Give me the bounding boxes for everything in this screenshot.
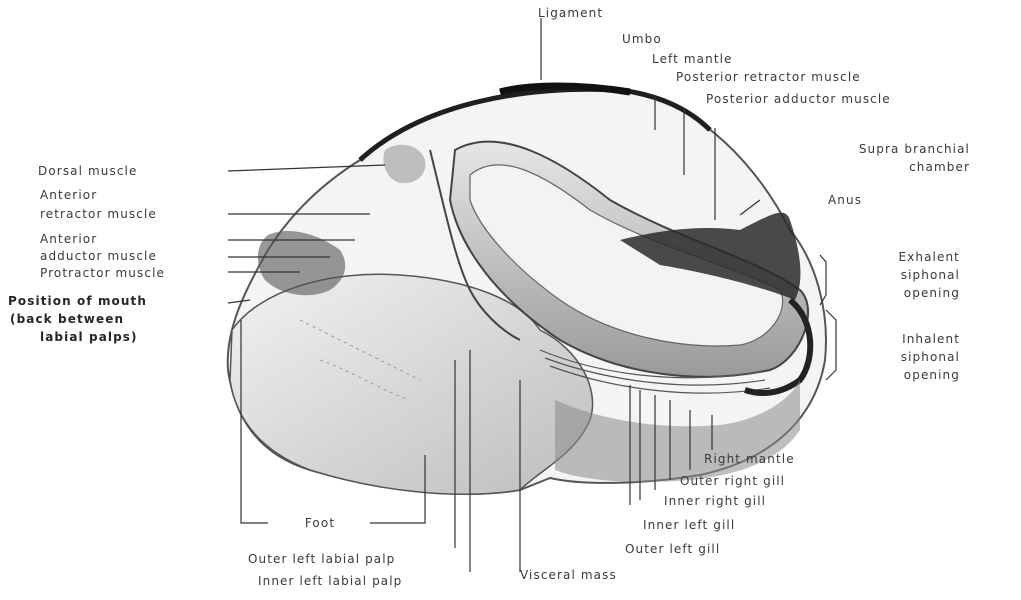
label-right-mantle: Right mantle [704, 452, 795, 466]
label-outer-right-gill: Outer right gill [680, 474, 785, 488]
label-exhalent-2: siphonal [800, 268, 960, 282]
label-dorsal-muscle: Dorsal muscle [38, 164, 137, 178]
label-inhalent-2: siphonal [800, 350, 960, 364]
label-visceral-mass: Visceral mass [520, 568, 617, 582]
label-anterior-adductor-1: Anterior [40, 232, 97, 246]
label-outer-left-labial-palp: Outer left labial palp [248, 552, 395, 566]
label-mouth-1: Position of mouth [8, 294, 147, 308]
label-foot: Foot [272, 516, 368, 530]
label-inner-right-gill: Inner right gill [664, 494, 766, 508]
label-left-mantle: Left mantle [652, 52, 733, 66]
label-ligament: Ligament [538, 6, 603, 20]
label-posterior-retractor: Posterior retractor muscle [676, 70, 861, 84]
label-mouth-3: labial palps) [40, 330, 138, 344]
label-inhalent-3: opening [800, 368, 960, 382]
label-anterior-retractor-1: Anterior [40, 188, 97, 202]
label-anterior-adductor-2: adductor muscle [40, 249, 157, 263]
label-umbo: Umbo [622, 32, 662, 46]
label-exhalent-3: opening [800, 286, 960, 300]
label-mouth-2: (back between [10, 312, 124, 326]
label-suprabranchial-1: Supra branchial [790, 142, 970, 156]
label-inner-left-labial-palp: Inner left labial palp [258, 574, 402, 588]
label-anterior-retractor-2: retractor muscle [40, 207, 157, 221]
label-protractor: Protractor muscle [40, 266, 165, 280]
label-suprabranchial-2: chamber [790, 160, 970, 174]
label-outer-left-gill: Outer left gill [625, 542, 720, 556]
label-posterior-adductor: Posterior adductor muscle [706, 92, 891, 106]
label-inhalent-1: Inhalent [800, 332, 960, 346]
label-anus: Anus [828, 193, 862, 207]
label-exhalent-1: Exhalent [800, 250, 960, 264]
label-inner-left-gill: Inner left gill [643, 518, 735, 532]
